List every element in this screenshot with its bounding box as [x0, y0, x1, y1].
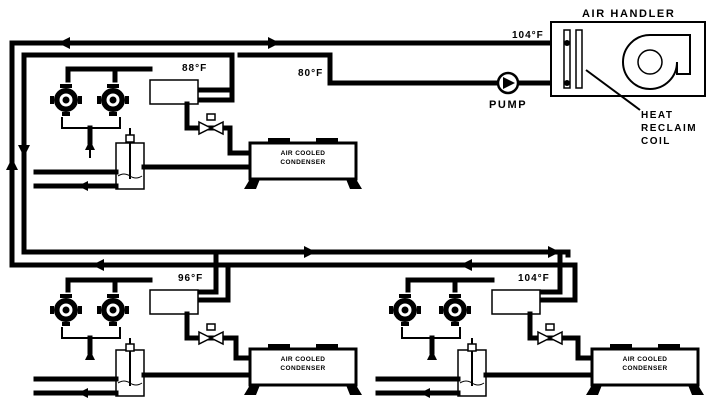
rack-1: 88°F	[33, 52, 253, 191]
flow-arrows	[6, 37, 560, 271]
rack-2-temp-label: 96°F	[178, 273, 203, 284]
expansion-valve-icon	[198, 113, 224, 136]
rack-3-heat-exchanger	[491, 289, 541, 315]
flow-arrow-up	[6, 158, 18, 170]
compressor-icon	[49, 83, 83, 117]
condenser-1-label-line1: AIR COOLED	[281, 150, 326, 157]
heat-reclaim-coil	[563, 29, 571, 89]
flow-arrow-left	[92, 259, 104, 271]
rack-2-heat-exchanger	[149, 289, 199, 315]
condenser-2-label-line2: CONDENSER	[280, 365, 325, 372]
heat-reclaim-label-3: COIL	[641, 136, 671, 147]
pump-label: PUMP	[489, 99, 527, 111]
compressor-icon	[96, 83, 130, 117]
condenser-3-label-line2: CONDENSER	[622, 365, 667, 372]
condenser-2: AIR COOLED CONDENSER	[242, 342, 364, 397]
compressor-icon	[388, 293, 422, 327]
supply-temp-label: 104°F	[512, 30, 544, 41]
heat-reclaim-label-1: HEAT	[641, 110, 673, 121]
condenser-3-label-line1: AIR COOLED	[623, 356, 668, 363]
flow-arrow-left	[460, 259, 472, 271]
return-temp-label: 80°F	[298, 68, 323, 79]
flow-arrow-right	[268, 37, 280, 49]
rack-3: 104°F	[375, 249, 595, 398]
condenser-3: AIR COOLED CONDENSER	[584, 342, 706, 397]
rack-2: 96°F	[33, 249, 253, 398]
rack-3-temp-label: 104°F	[518, 273, 550, 284]
rack-1-heat-exchanger	[149, 79, 199, 105]
flow-arrow-down	[18, 145, 30, 157]
condenser-1-label-line2: CONDENSER	[280, 159, 325, 166]
condenser-2-label-line1: AIR COOLED	[281, 356, 326, 363]
condenser-1: AIR COOLED CONDENSER	[242, 136, 364, 191]
flow-arrow-right	[304, 246, 316, 258]
air-handler-label: AIR HANDLER	[582, 8, 675, 20]
compressor-icon	[438, 293, 472, 327]
blower-fan-icon	[622, 34, 691, 90]
compressor-icon	[49, 293, 83, 327]
flow-arrow-left	[58, 37, 70, 49]
expansion-valve-icon	[537, 323, 563, 346]
pump-icon	[496, 71, 520, 95]
coil-leader-line	[585, 69, 641, 111]
heat-reclaim-label-2: RECLAIM	[641, 123, 697, 134]
flow-arrow-right	[548, 246, 560, 258]
rack-1-temp-label: 88°F	[182, 63, 207, 74]
air-handler: AIR HANDLER	[550, 8, 706, 97]
compressor-icon	[96, 293, 130, 327]
expansion-valve-icon	[198, 323, 224, 346]
